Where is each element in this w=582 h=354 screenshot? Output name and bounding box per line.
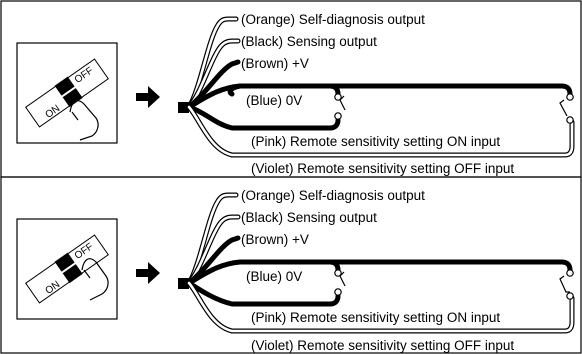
sensor-body-icon xyxy=(178,102,189,113)
orange-wire xyxy=(186,16,239,110)
violet-wire xyxy=(186,280,575,334)
label-orange: (Orange) Self-diagnosis output xyxy=(241,12,425,27)
pink-wire xyxy=(186,104,341,131)
blue-wire xyxy=(186,83,573,110)
label-blue: (Blue) 0V xyxy=(246,93,302,108)
blue-wire xyxy=(186,259,573,286)
finger-press-icon: OFF ON xyxy=(16,42,118,144)
label-orange: (Orange) Self-diagnosis output xyxy=(241,188,425,203)
switch-off-input xyxy=(559,269,574,300)
switch-on-input xyxy=(334,269,346,296)
switch-off-input xyxy=(559,93,574,124)
label-blue: (Blue) 0V xyxy=(246,269,302,284)
label-black: (Black) Sensing output xyxy=(241,210,377,225)
label-black: (Black) Sensing output xyxy=(241,34,377,49)
label-pink: (Pink) Remote sensitivity setting ON inp… xyxy=(251,134,500,149)
label-pink: (Pink) Remote sensitivity setting ON inp… xyxy=(251,310,500,325)
label-violet: (Violet) Remote sensitivity setting OFF … xyxy=(251,161,514,176)
label-brown: (Brown) +V xyxy=(241,56,309,71)
orange-wire xyxy=(186,192,239,286)
panel-remote-on: OFF ON xyxy=(0,0,582,178)
switch-on-input xyxy=(334,93,346,120)
label-brown: (Brown) +V xyxy=(241,232,309,247)
pink-wire xyxy=(186,280,341,307)
black-wire xyxy=(186,38,241,110)
panel-remote-off: OFF ON xyxy=(0,176,582,354)
arrow-right-icon xyxy=(136,86,160,108)
panel-border xyxy=(0,176,582,354)
sensor-body-icon xyxy=(178,278,189,289)
finger-press-icon: OFF ON xyxy=(16,218,118,320)
violet-wire xyxy=(186,104,575,158)
black-wire xyxy=(186,214,241,286)
label-violet: (Violet) Remote sensitivity setting OFF … xyxy=(251,338,514,353)
arrow-right-icon xyxy=(136,262,160,284)
